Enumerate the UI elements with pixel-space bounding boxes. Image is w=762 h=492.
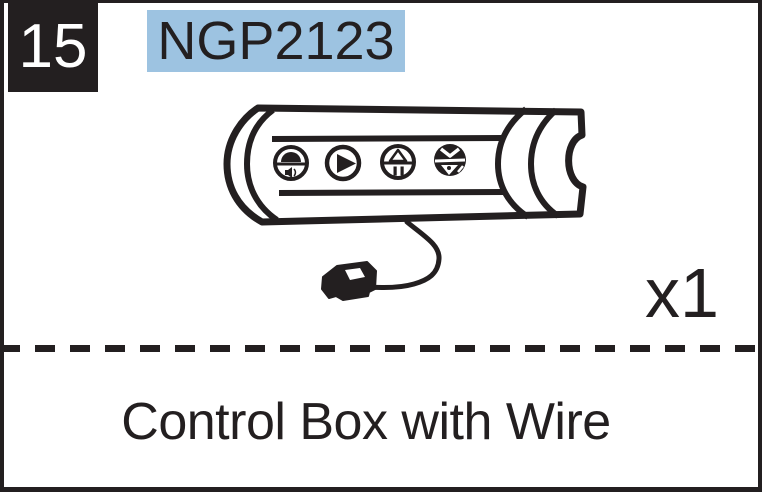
quantity-label: x1 <box>645 254 719 332</box>
part-code-highlight: NGP2123 <box>147 10 405 72</box>
wire-connector-plug <box>321 261 377 301</box>
wire-path <box>366 219 442 291</box>
part-name-label: Control Box with Wire <box>121 393 611 451</box>
person-speaker-button-icon <box>273 145 309 181</box>
caption-row: Control Box with Wire <box>0 352 762 492</box>
part-code-label: NGP2123 <box>157 11 395 71</box>
control-box-illustration <box>223 104 587 301</box>
play-button-icon <box>324 144 362 182</box>
part-index-label: 15 <box>18 12 88 81</box>
up-pause-button-icon <box>380 144 416 180</box>
part-index-box: 15 <box>8 2 98 92</box>
dashed-divider <box>0 345 762 352</box>
down-button-icon <box>434 144 466 176</box>
